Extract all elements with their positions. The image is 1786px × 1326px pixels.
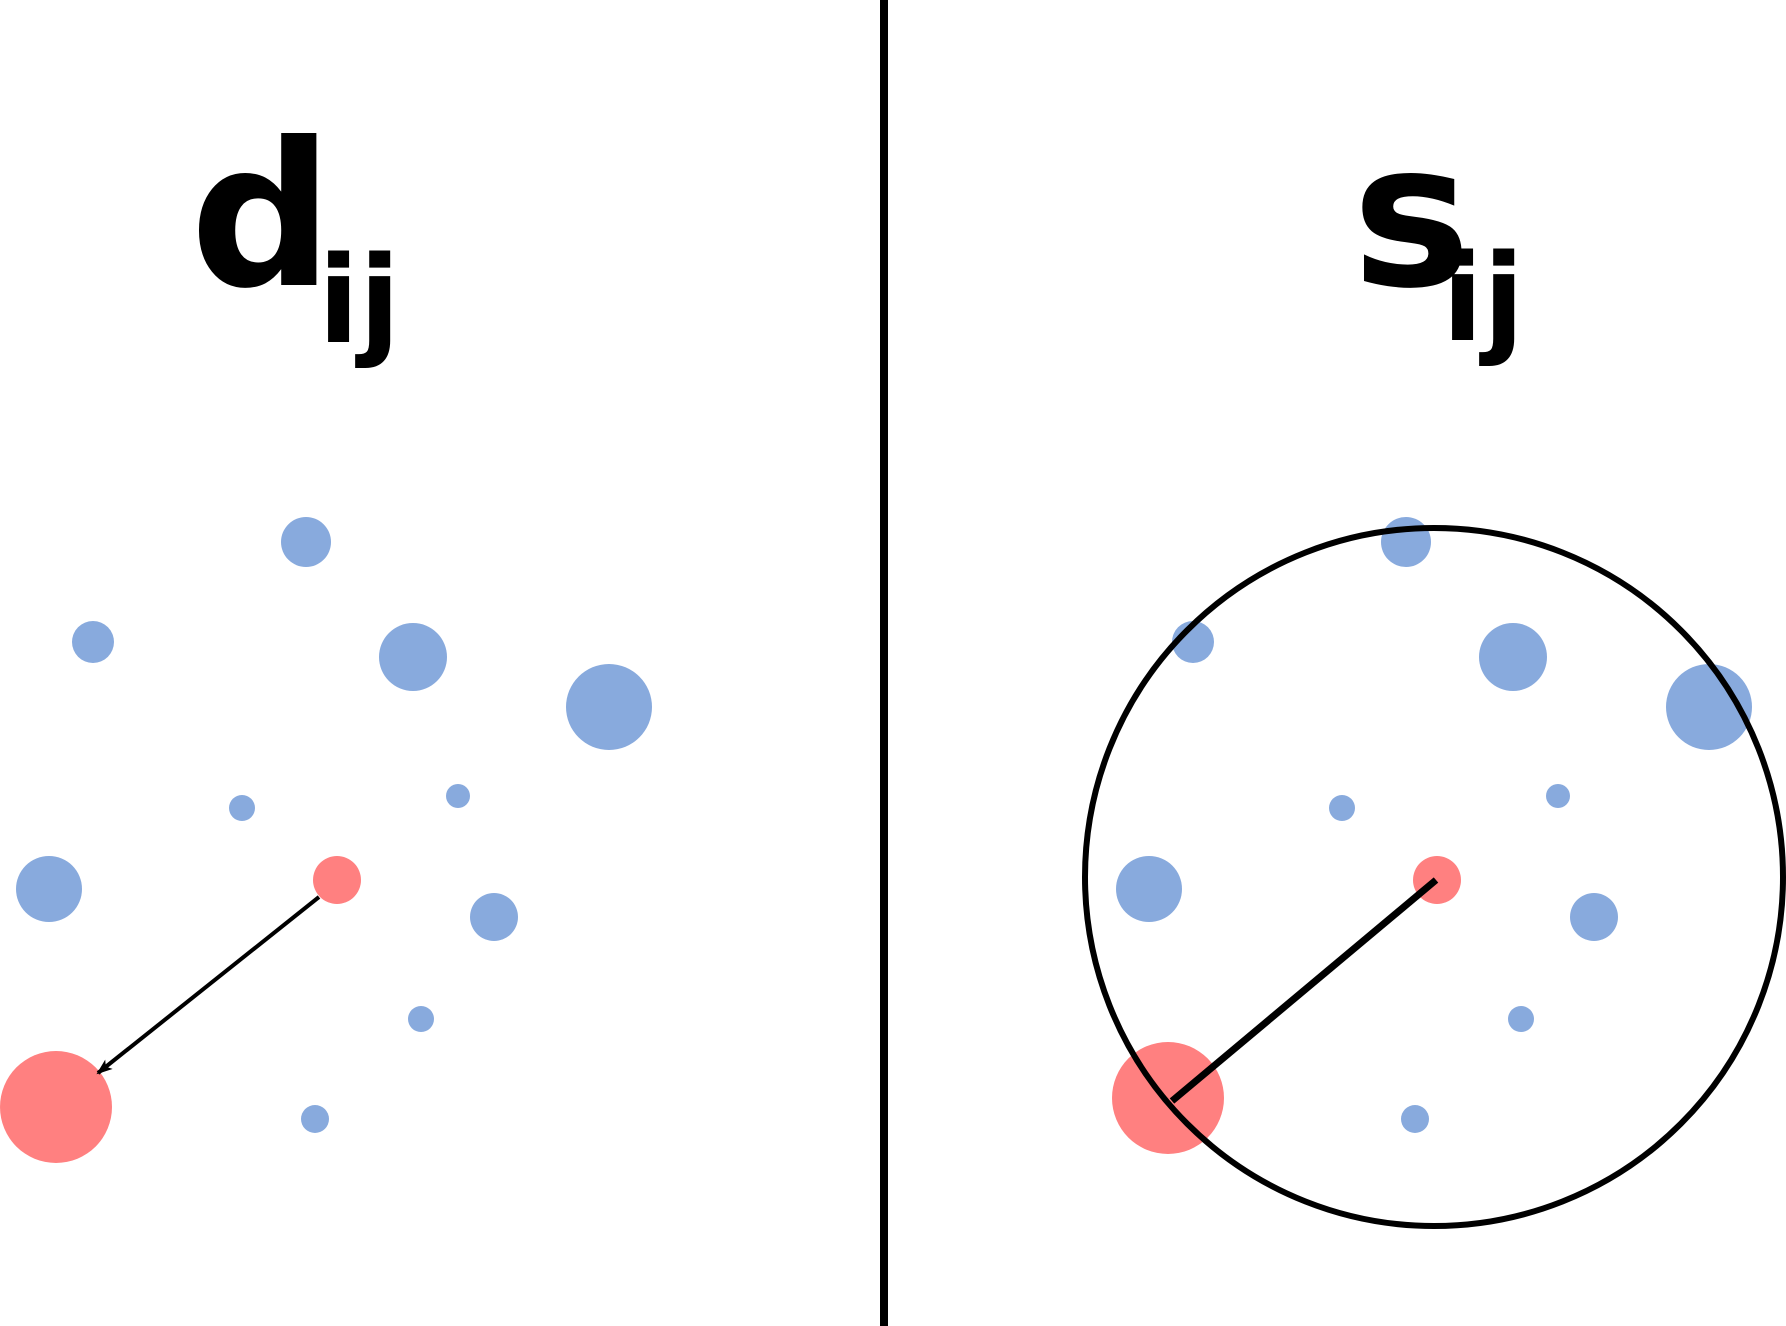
neighbor-point (229, 795, 255, 821)
distance-arrow (96, 895, 321, 1075)
neighbor-point (1116, 856, 1182, 922)
label-s-subscript: ij (1442, 230, 1524, 369)
label-d: d (190, 100, 333, 333)
neighbor-point (1666, 664, 1752, 750)
neighbor-point (16, 856, 82, 922)
radius-line (1169, 877, 1439, 1104)
neighbor-point (1329, 795, 1355, 821)
label-d-subscript: ij (318, 232, 400, 371)
neighbor-point (566, 664, 652, 750)
neighbor-point (1479, 623, 1547, 691)
panel-right: s ij (1082, 100, 1786, 1229)
neighbor-point (408, 1006, 434, 1032)
origin-point-i (313, 856, 361, 904)
panel-left: d ij (0, 100, 652, 1163)
neighbor-point (281, 517, 331, 567)
neighbor-point (446, 784, 470, 808)
neighborhood-circle (1082, 525, 1786, 1229)
neighbor-point (1381, 517, 1431, 567)
label-s: s (1352, 100, 1471, 333)
neighbor-point (1508, 1006, 1534, 1032)
neighbor-point (1570, 893, 1618, 941)
target-point-j (1112, 1042, 1224, 1154)
target-point-j (0, 1051, 112, 1163)
neighbor-point (379, 623, 447, 691)
neighbor-point (301, 1105, 329, 1133)
neighbor-point (1546, 784, 1570, 808)
neighbor-point (470, 893, 518, 941)
neighbor-points-left (16, 517, 652, 1133)
neighbor-point (72, 621, 114, 663)
neighbor-point (1401, 1105, 1429, 1133)
